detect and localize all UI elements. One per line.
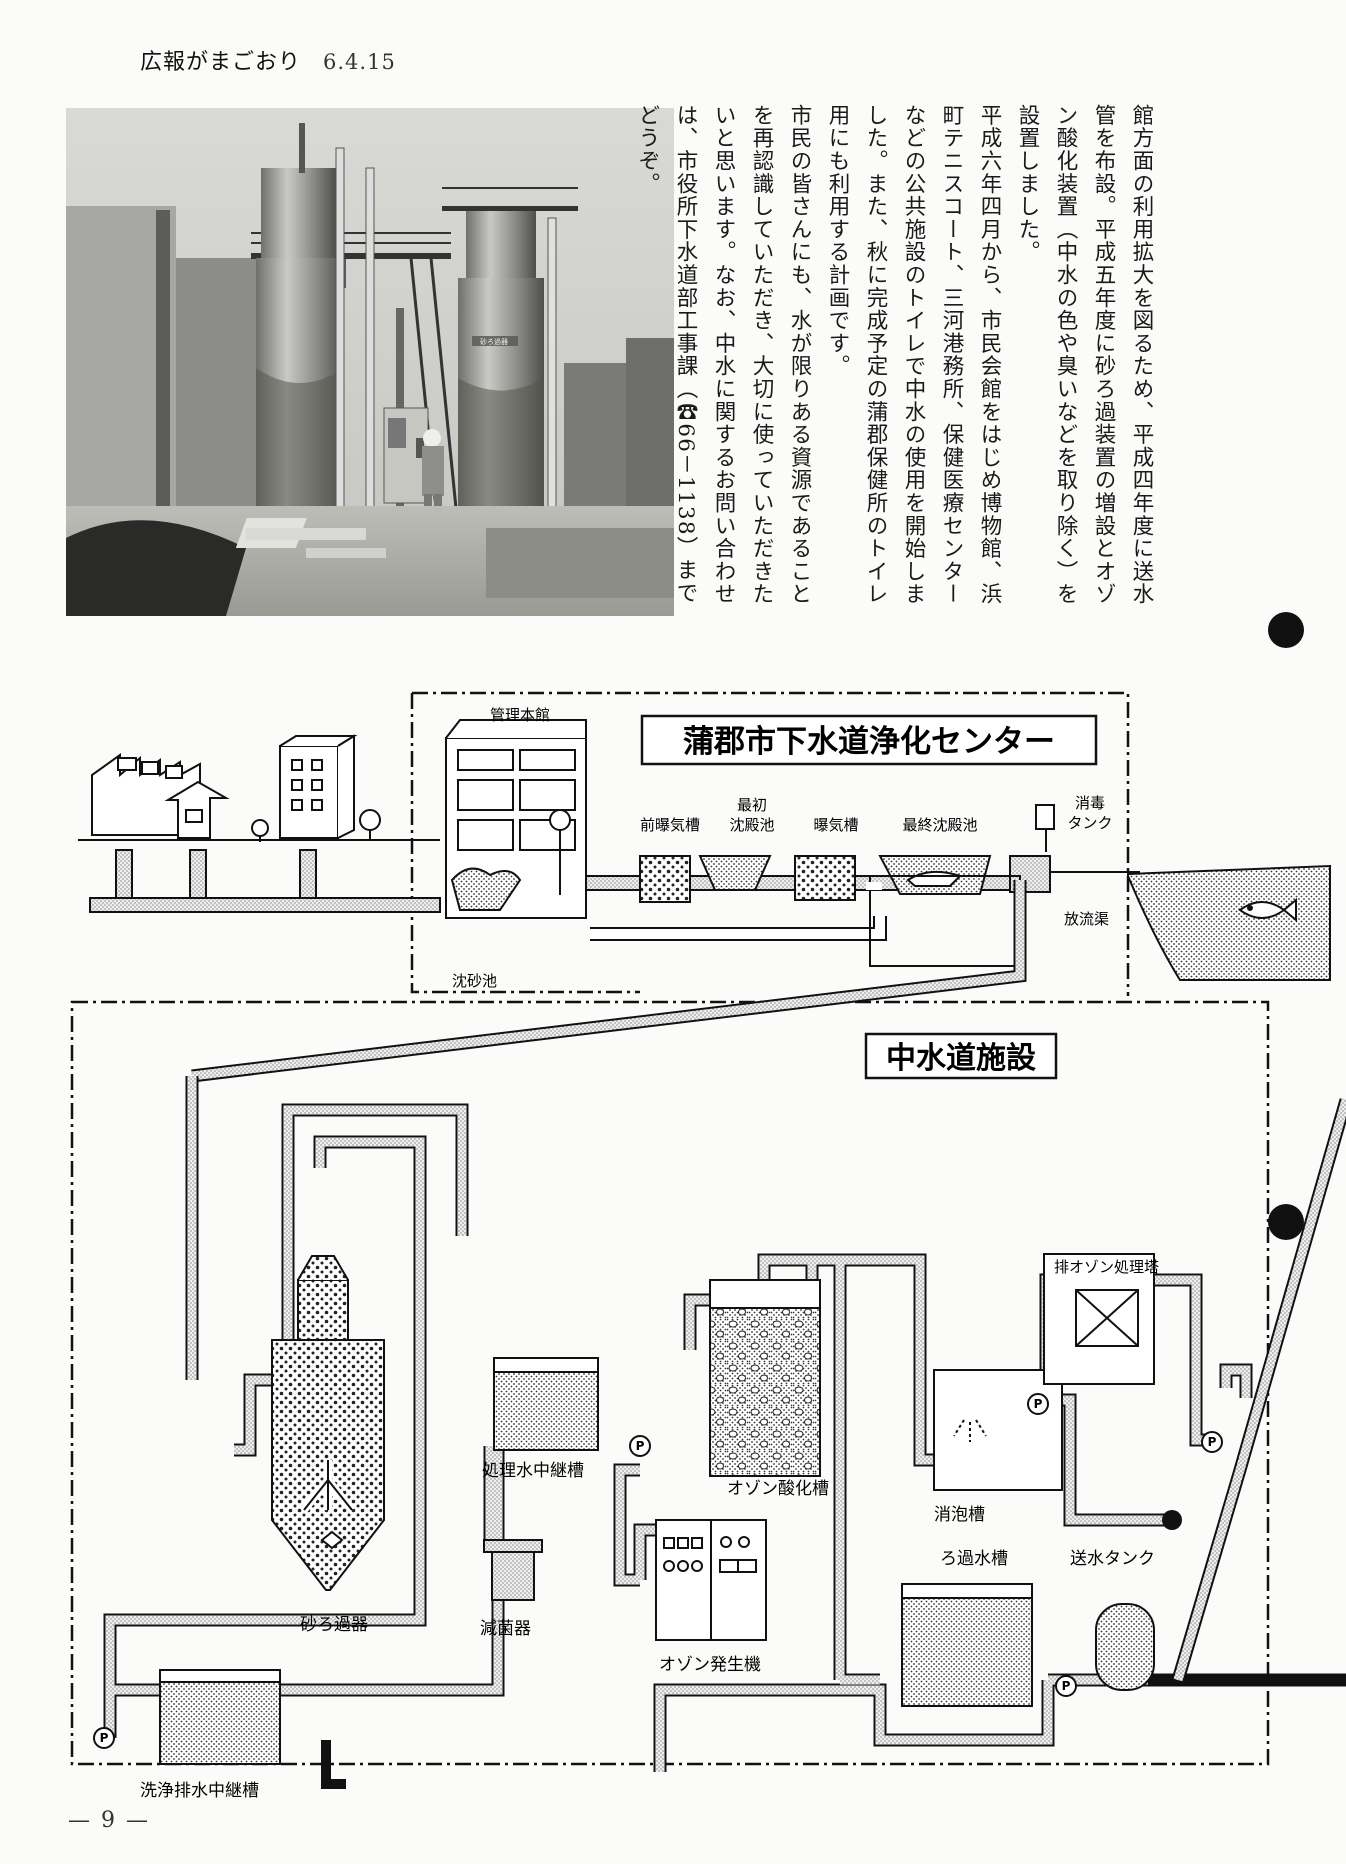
article-paragraph: 平成六年四月から、市民会館をはじめ博物館、浜町テニスコート、三河港務所、保健医療… <box>818 104 1008 624</box>
page-header: 広報がまごおり 6.4.15 <box>140 44 396 76</box>
ozone-generator <box>656 1520 766 1640</box>
pump-label: P <box>636 1439 645 1453</box>
label-saisho-1: 最初 <box>737 796 767 814</box>
facility-photo: 砂ろ過器 <box>66 108 674 616</box>
binder-hole <box>1268 612 1304 648</box>
publication-title: 広報がまごおり <box>140 50 301 75</box>
label-ozone-hassei: オゾン発生機 <box>659 1655 761 1675</box>
label-suna-roka: 砂ろ過器 <box>300 1615 368 1635</box>
defoaming-tank <box>934 1370 1062 1490</box>
management-building <box>446 720 586 918</box>
label-shohou: 消泡槽 <box>934 1505 985 1525</box>
sterilizer <box>484 1540 542 1600</box>
town-illustration <box>92 736 380 842</box>
label-mekkin: 減菌器 <box>480 1619 531 1639</box>
label-shodoku-2: タンク <box>1067 814 1112 832</box>
river <box>1128 866 1330 980</box>
label-hai-ozone: 排オゾン処理塔 <box>1054 1258 1159 1276</box>
label-kanri-honkan: 管理本館 <box>490 706 550 724</box>
label-shorisui: 処理水中継槽 <box>482 1461 584 1481</box>
label-saishu: 最終沈殿池 <box>902 816 977 834</box>
tank-sign-text: 砂ろ過器 <box>480 337 508 346</box>
water-treatment-diagram: 管理本館 沈砂池 蒲郡市下水道浄化センター 前曝気槽 最初 沈殿池 曝気槽 <box>0 680 1346 1800</box>
label-rokasui: ろ過水槽 <box>940 1549 1008 1569</box>
supply-tank <box>1096 1604 1154 1690</box>
pump-label: P <box>1034 1397 1043 1411</box>
pump-label: P <box>100 1731 109 1745</box>
ozone-oxidation-tank <box>710 1280 820 1476</box>
issue-date: 6.4.15 <box>323 50 396 74</box>
filtered-water-tank <box>902 1584 1032 1706</box>
outlet-valve-icon <box>1162 1510 1182 1530</box>
label-chinsachi: 沈砂池 <box>452 972 497 990</box>
pump-label: P <box>1062 1679 1071 1693</box>
treated-water-relay-tank <box>494 1358 598 1450</box>
label-saisho-2: 沈殿池 <box>729 816 774 834</box>
label-sousui: 送水タンク <box>1070 1549 1155 1569</box>
label-shodoku-1: 消毒 <box>1075 794 1105 812</box>
article-paragraph: 館方面の利用拡大を図るため、平成四年度に送水管を布設。平成五年度に砂ろ過装置の増… <box>1008 104 1160 624</box>
label-mae-bakki: 前曝気槽 <box>640 816 700 834</box>
label-ozone-sanka: オゾン酸化槽 <box>727 1479 829 1499</box>
page-number: — 9 — <box>68 1808 150 1833</box>
article-paragraph: 市民の皆さんにも、水が限りある資源であることを再認識していただき、大切に使ってい… <box>628 104 818 624</box>
label-bakki: 曝気槽 <box>813 816 858 834</box>
pump-label: P <box>1208 1435 1217 1449</box>
facility-title: 中水道施設 <box>886 1041 1036 1076</box>
article-body: 館方面の利用拡大を図るため、平成四年度に送水管を布設。平成五年度に砂ろ過装置の増… <box>700 104 1160 624</box>
label-horyu: 放流渠 <box>1064 910 1109 928</box>
label-senjo: 洗浄排水中継槽 <box>140 1781 259 1800</box>
center-title: 蒲郡市下水道浄化センター <box>683 724 1055 760</box>
